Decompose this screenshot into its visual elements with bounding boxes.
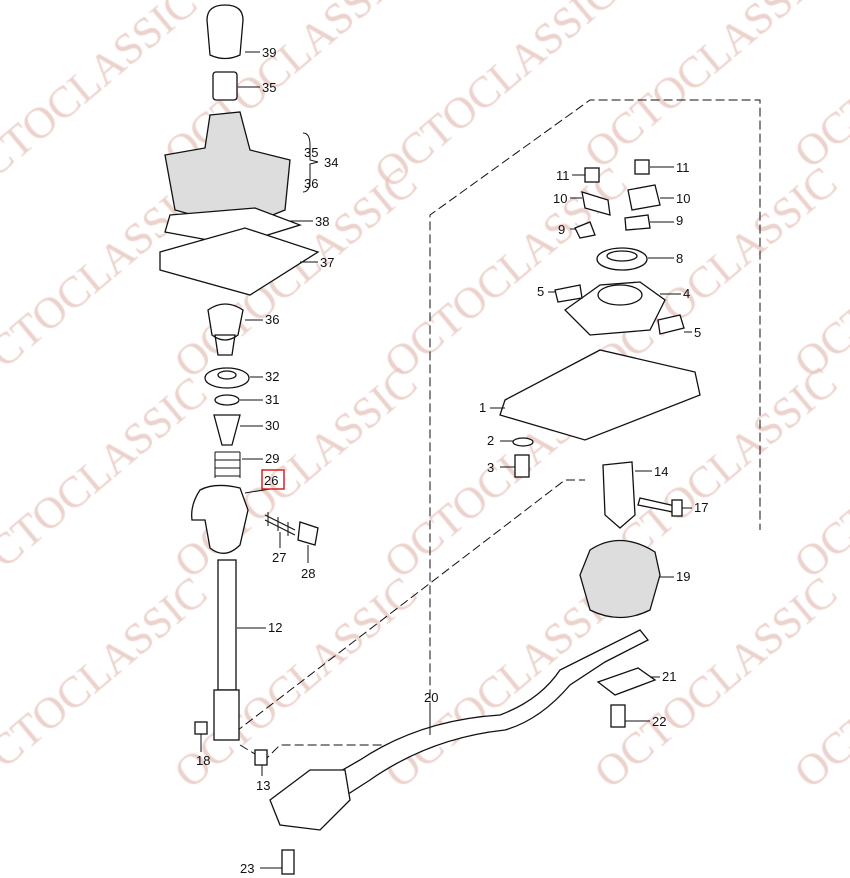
callout-label-4[interactable]: 4 [683,286,690,301]
callout-label-28[interactable]: 28 [301,566,315,581]
callout-label-36[interactable]: 36 [265,312,279,327]
pin-28 [297,521,319,546]
lever-14 [602,461,636,529]
callout-label-1[interactable]: 1 [479,400,486,415]
callout-label-34[interactable]: 34 [324,155,338,170]
callout-label-10[interactable]: 10 [553,191,567,206]
callout-label-35[interactable]: 35 [304,145,318,160]
callout-label-14[interactable]: 14 [654,464,668,479]
washer-31 [214,394,240,406]
bush-13 [254,749,268,766]
shift-rod-12 [213,559,240,741]
bracket-4 [563,281,666,336]
callout-label-9[interactable]: 9 [676,213,683,228]
callout-leaders [200,51,692,869]
washer-2 [512,437,534,447]
callout-label-5[interactable]: 5 [694,325,701,340]
callout-label-8[interactable]: 8 [676,251,683,266]
highlight-box-26 [261,469,285,490]
brace-34 [302,132,319,193]
nut-11 [584,159,650,183]
callout-label-10[interactable]: 10 [676,191,690,206]
guide-30 [213,414,241,446]
sleeve-35 [212,71,238,101]
shift-linkage-20 [269,629,650,831]
callout-label-18[interactable]: 18 [196,753,210,768]
callout-label-26[interactable]: 26 [264,473,278,488]
callout-label-22[interactable]: 22 [652,714,666,729]
callout-label-31[interactable]: 31 [265,392,279,407]
callout-label-27[interactable]: 27 [272,550,286,565]
callout-label-29[interactable]: 29 [265,451,279,466]
callout-label-11[interactable]: 11 [676,160,690,175]
plate-9 [574,214,651,239]
callout-label-36[interactable]: 36 [304,176,318,191]
ring-8 [596,247,648,271]
bushing-36 [207,303,244,356]
bolt-22 [610,704,626,728]
housing-26 [191,484,249,554]
spring-27 [264,512,296,536]
plate-37 [159,227,320,296]
nut-18 [194,721,208,735]
callout-label-13[interactable]: 13 [256,778,270,793]
callout-label-17[interactable]: 17 [694,500,708,515]
bolt-17 [637,497,683,517]
callout-label-21[interactable]: 21 [662,669,676,684]
callout-label-35[interactable]: 35 [262,80,276,95]
spring-29 [214,451,241,478]
clamp-21 [596,667,657,696]
bolt-3 [514,454,530,478]
callout-label-38[interactable]: 38 [315,214,329,229]
callout-label-30[interactable]: 30 [265,418,279,433]
callout-label-11[interactable]: 11 [556,168,570,183]
boot-19 [579,539,661,619]
bolt-23 [281,849,295,875]
callout-label-32[interactable]: 32 [265,369,279,384]
base-plate-1 [499,349,701,441]
callout-label-19[interactable]: 19 [676,569,690,584]
callout-label-23[interactable]: 23 [240,861,254,876]
callout-label-3[interactable]: 3 [487,460,494,475]
callout-label-5[interactable]: 5 [537,284,544,299]
callout-label-20[interactable]: 20 [424,690,438,705]
callout-label-12[interactable]: 12 [268,620,282,635]
shift-knob-39 [206,4,244,60]
callout-label-39[interactable]: 39 [262,45,276,60]
pad-5 [554,284,685,335]
ring-32 [204,367,250,389]
callout-label-37[interactable]: 37 [320,255,334,270]
callout-labels: 3935353436383736323130292627281218132320… [196,45,708,876]
callout-label-2[interactable]: 2 [487,433,494,448]
clip-10 [581,184,661,216]
callout-label-9[interactable]: 9 [558,222,565,237]
